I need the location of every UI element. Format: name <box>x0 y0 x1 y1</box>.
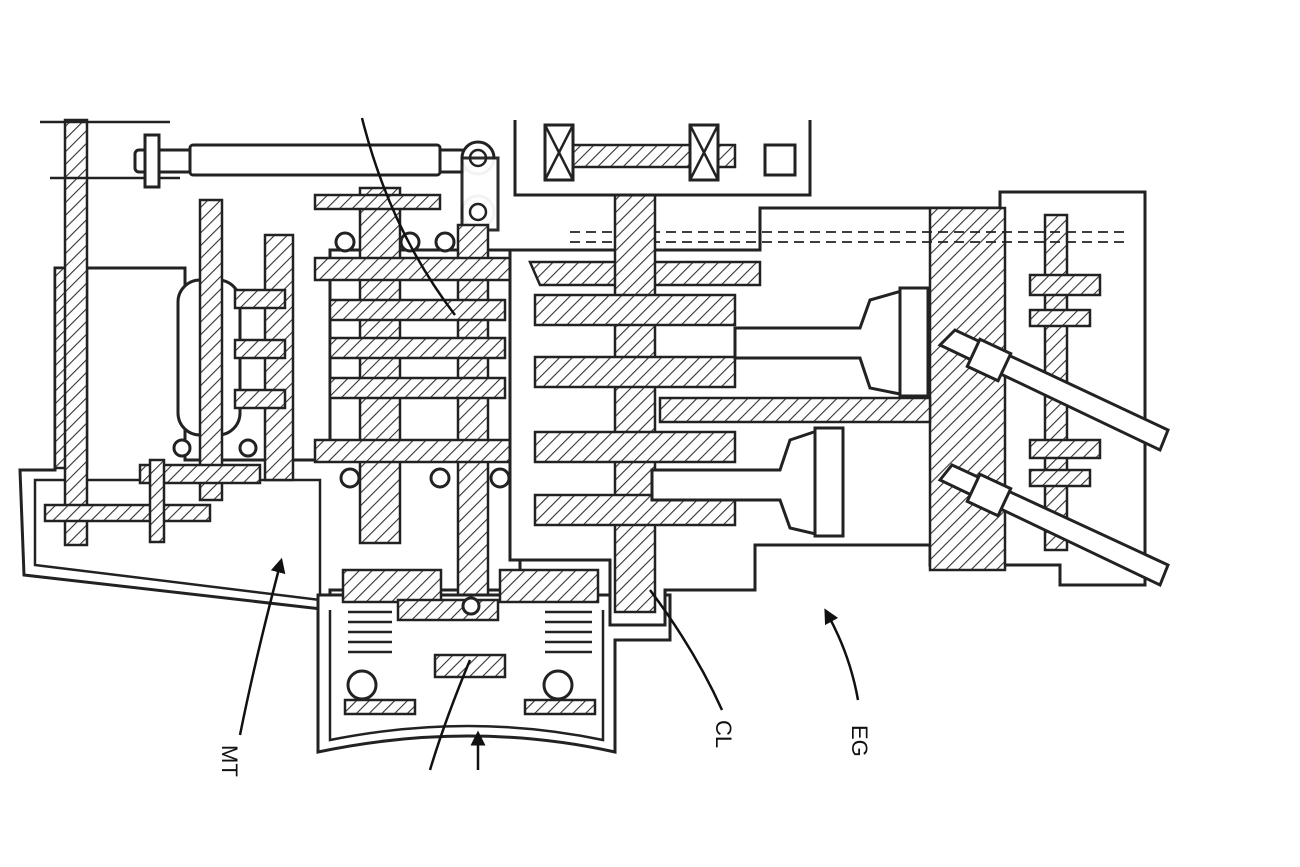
piston-lower <box>650 426 845 538</box>
output-gears <box>43 458 262 544</box>
label-cl: CL <box>711 720 736 748</box>
shift-linkage <box>40 118 500 547</box>
clutch-housing <box>316 568 672 754</box>
crankshaft <box>533 120 932 614</box>
clutch-plates-right <box>545 610 592 654</box>
piston-upper <box>733 286 930 398</box>
clutch-plates-left <box>348 610 392 654</box>
label-eg: EG <box>847 725 872 757</box>
label-mt: MT <box>217 745 242 777</box>
gear-cluster <box>172 186 517 627</box>
top-unit <box>513 120 812 197</box>
valve-rods <box>937 328 1170 588</box>
leader-lines <box>238 117 860 771</box>
